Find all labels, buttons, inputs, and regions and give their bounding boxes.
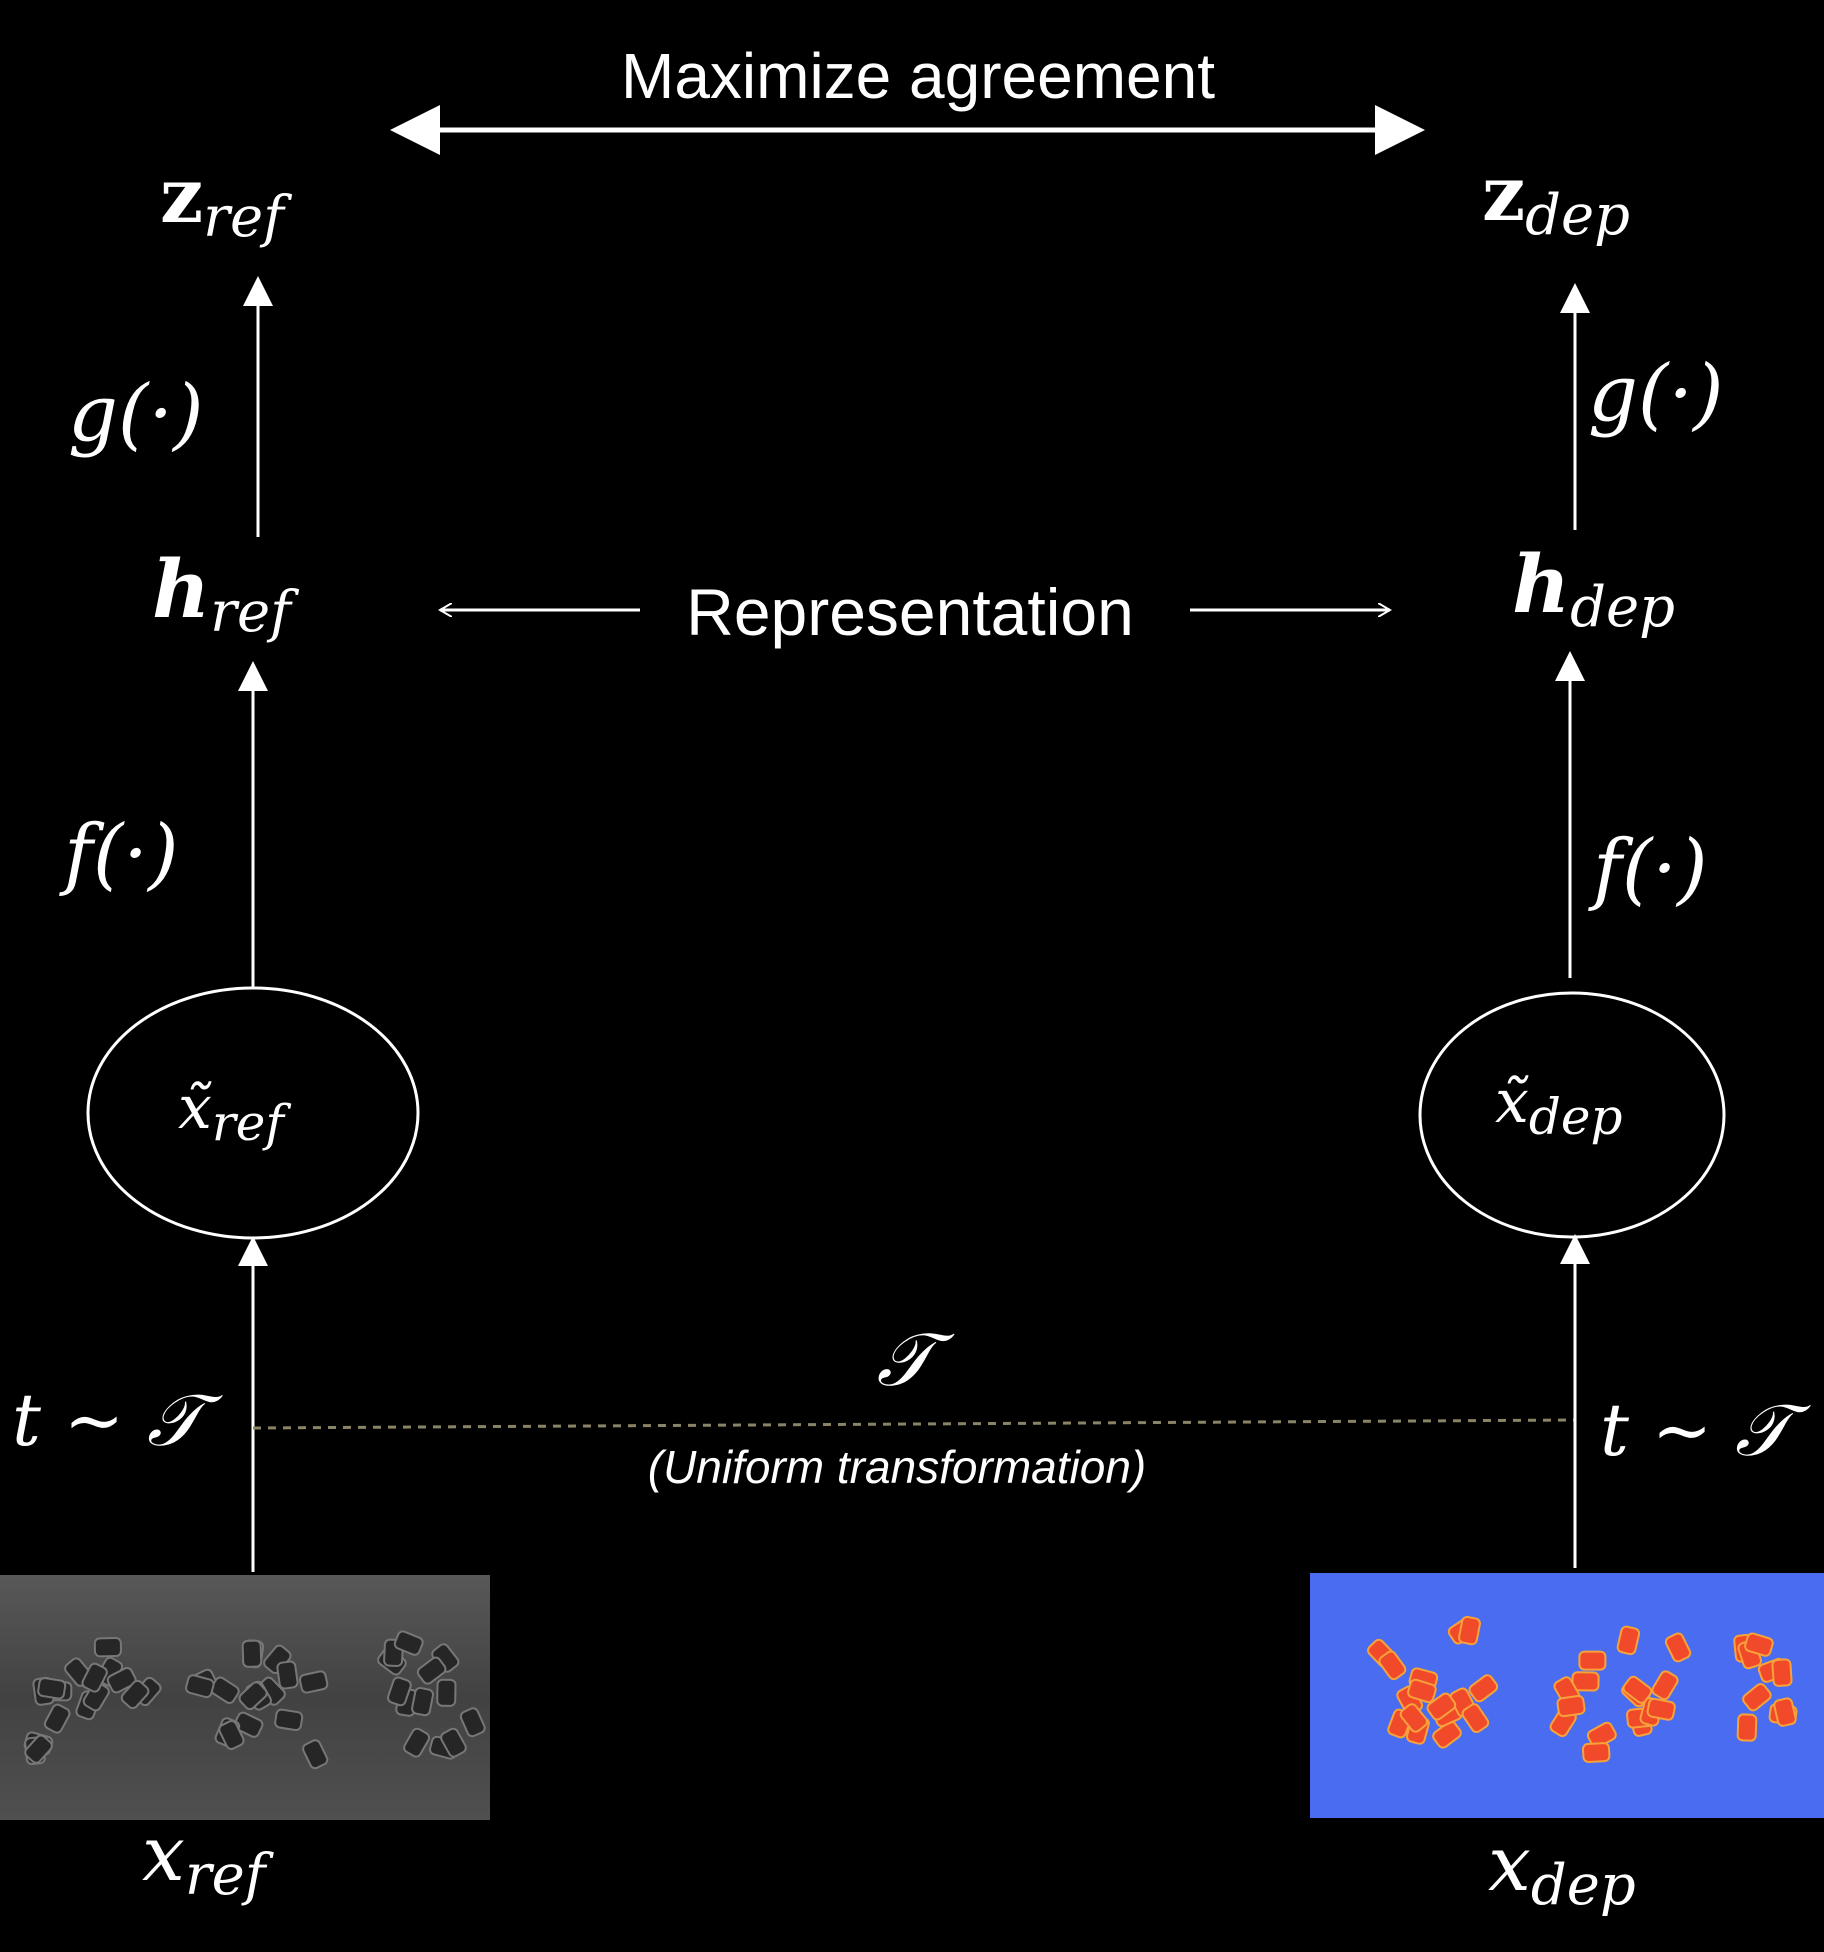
particle (1651, 1670, 1679, 1701)
particle (298, 1670, 329, 1694)
uniform-transform-line (252, 1418, 1576, 1430)
particle (1468, 1674, 1499, 1703)
particle (1578, 1650, 1607, 1671)
particle (185, 1674, 215, 1699)
particle (416, 1656, 447, 1685)
transform-symbol: 𝒯 (877, 1317, 955, 1403)
particle (411, 1686, 435, 1717)
particle (1399, 1703, 1428, 1733)
particle (274, 1708, 304, 1732)
t-sample-left: t ∼ 𝒯 (12, 1378, 223, 1462)
h-ref-label: href (152, 542, 300, 645)
particle (386, 1676, 412, 1707)
particle (233, 1711, 264, 1738)
x-dep-label: xdep (1488, 1819, 1636, 1918)
particle (1581, 1742, 1611, 1763)
x-tilde-dep-label: x̃dep (1495, 1067, 1622, 1146)
particle (1622, 1675, 1653, 1704)
particle (37, 1677, 67, 1700)
particle (238, 1681, 268, 1711)
x-dep-image (1310, 1573, 1824, 1818)
particle (218, 1720, 245, 1750)
g-function-left: g(·) (68, 369, 204, 459)
particle (1616, 1625, 1641, 1656)
particle (1664, 1632, 1692, 1663)
particle (106, 1667, 137, 1694)
particle (1771, 1658, 1793, 1687)
z-ref-label: zref (160, 151, 293, 250)
g-function-right: g(·) (1588, 349, 1724, 439)
particle (24, 1734, 53, 1764)
particle (1426, 1692, 1457, 1721)
z-dep-label: zdep (1482, 149, 1630, 248)
particle (440, 1727, 467, 1758)
particle (1742, 1683, 1772, 1712)
particle (459, 1707, 486, 1738)
particle (1773, 1697, 1797, 1727)
x-ref-label: xref (142, 1809, 275, 1908)
x-ref-image (0, 1575, 490, 1820)
h-dep-label: hdep (1512, 537, 1675, 640)
particle (1556, 1694, 1586, 1718)
maximize-agreement-label: Maximize agreement (621, 40, 1215, 112)
transform-caption: (Uniform transformation) (648, 1441, 1146, 1493)
particle (1744, 1632, 1774, 1657)
particle (393, 1630, 424, 1656)
particle (1458, 1615, 1481, 1646)
particle (1461, 1703, 1490, 1734)
t-sample-right: t ∼ 𝒯 (1600, 1388, 1811, 1472)
particle (1432, 1720, 1462, 1749)
particle (1646, 1697, 1676, 1721)
particle (276, 1660, 299, 1690)
particle (1407, 1678, 1437, 1704)
f-function-left: f(·) (59, 809, 179, 899)
f-function-right: f(·) (1588, 824, 1708, 914)
particle (436, 1678, 457, 1707)
particle (302, 1739, 329, 1770)
particle (43, 1703, 71, 1734)
particle (120, 1679, 150, 1710)
particle (1378, 1650, 1407, 1681)
particle (81, 1662, 108, 1693)
representation-label: Representation (686, 575, 1134, 649)
particle (1736, 1713, 1758, 1742)
particle (241, 1639, 263, 1668)
particle (403, 1727, 431, 1758)
particle (93, 1637, 122, 1658)
x-tilde-ref-label: x̃ref (178, 1073, 291, 1152)
